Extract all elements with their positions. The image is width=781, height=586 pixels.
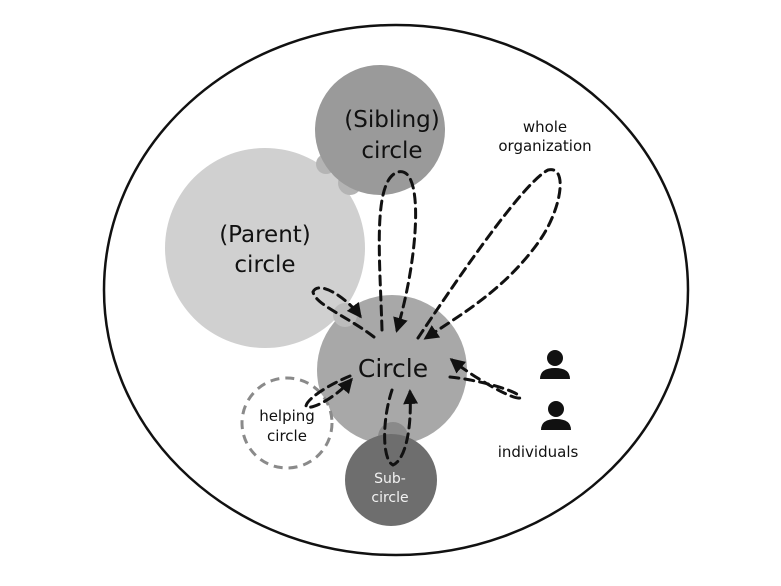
loop-whole-organization-arrow — [416, 168, 562, 340]
loop-parent-arrow — [311, 286, 376, 339]
loop-subcircle-arrow — [383, 388, 419, 467]
sibling-label-line1: (Sibling) — [344, 107, 440, 133]
helping-label-line1: helping — [259, 407, 315, 425]
subcircle-label-line1: Sub- — [374, 471, 406, 487]
whole-organization-label-line1: whole — [523, 118, 567, 136]
parent-label-line1: (Parent) — [219, 222, 311, 248]
individuals-label: individuals — [498, 443, 579, 461]
person-icon — [540, 350, 570, 379]
subcircle-label-line2: circle — [371, 490, 408, 506]
loop-individuals-arrow — [448, 358, 522, 400]
sibling-label-line2: circle — [361, 138, 422, 164]
loop-helping-arrow — [304, 374, 353, 409]
helping-label-line2: circle — [267, 427, 307, 445]
sibling-circle-shape — [315, 65, 445, 195]
parent-label-line2: circle — [234, 252, 295, 278]
loop-sibling-arrow — [377, 170, 418, 333]
circle-label: Circle — [358, 354, 428, 383]
whole-organization-label-line2: organization — [498, 137, 591, 155]
person-icon — [541, 401, 571, 430]
subcircle-shape — [345, 434, 437, 526]
parent-circle-shape — [165, 148, 365, 348]
